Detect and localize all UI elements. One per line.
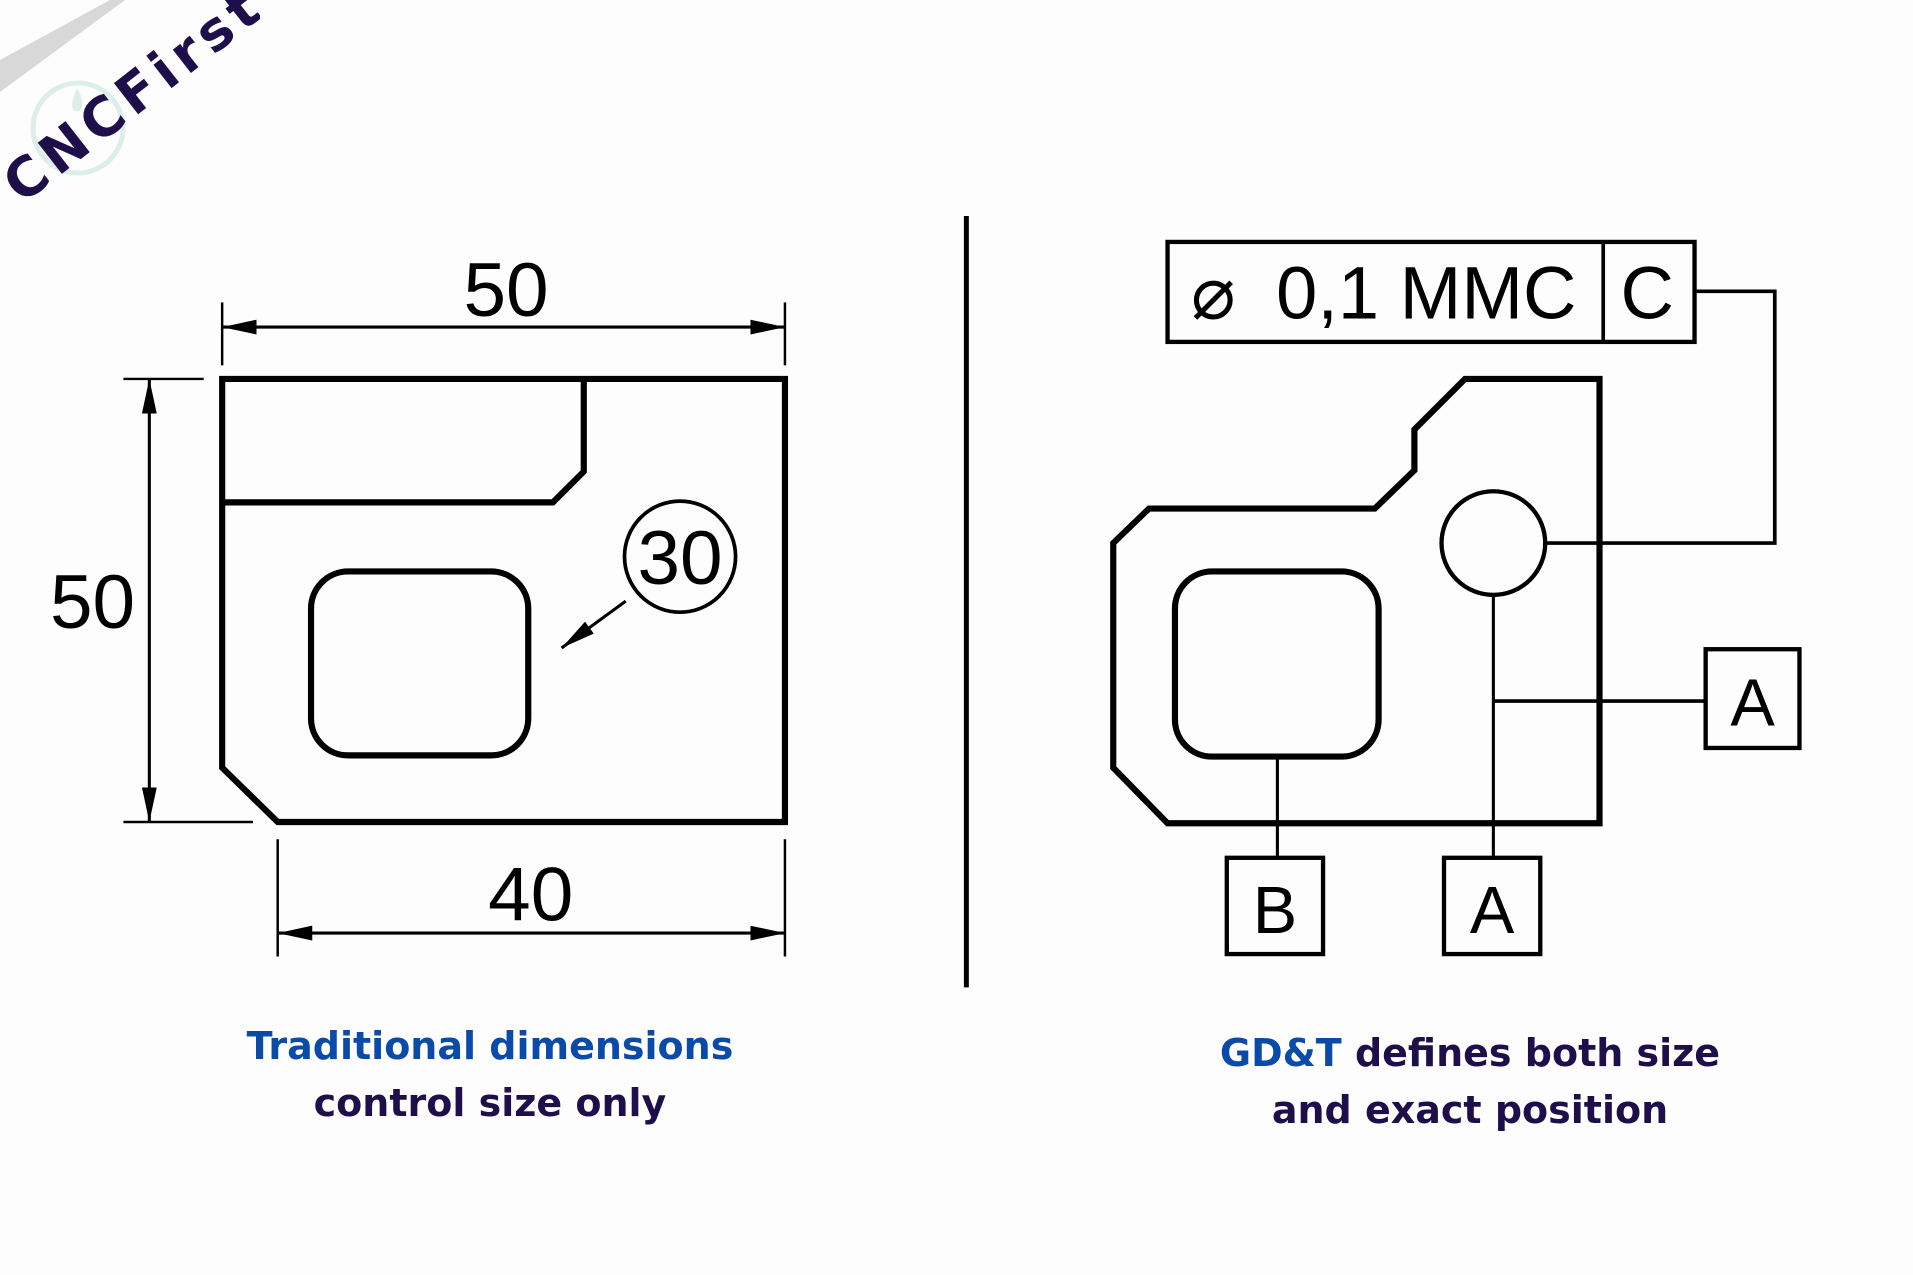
frame-leader: [1543, 289, 1777, 545]
dim-bottom-label: 40: [488, 853, 573, 938]
caption-right-line1: GD&T defines both size: [1190, 1025, 1750, 1082]
tolerance-value: 0,1 MMC: [1276, 251, 1576, 334]
caption-right-line2: and exact position: [1271, 1088, 1669, 1132]
right-pocket: [1171, 568, 1382, 760]
logo-ribbon: [0, 0, 125, 92]
datum-box-b: [1224, 855, 1326, 957]
balloon-circle: [622, 499, 738, 615]
left-part-outline: [219, 375, 789, 826]
drop-icon: [72, 88, 83, 112]
cncfirst-logo: CNCFirst: [0, 0, 260, 215]
datum-b-label: B: [1253, 874, 1297, 948]
left-part-drawing: 30 50 50 40: [50, 248, 789, 957]
dim-top-label: 50: [463, 248, 548, 333]
balloon-label: 30: [637, 516, 722, 601]
left-part-step: [222, 378, 587, 506]
datum-box-a-bottom: [1441, 855, 1543, 957]
diameter-symbol: ⌀: [1191, 251, 1236, 334]
hole-circle: [1439, 489, 1548, 598]
caption-left: Traditional dimensions control size only: [230, 1018, 750, 1138]
right-part-outline: [1110, 375, 1603, 827]
gdt-highlight: GD&T: [1219, 1031, 1342, 1075]
datum-a-right-label: A: [1730, 667, 1775, 741]
caption-left-line2: control size only: [313, 1081, 667, 1125]
datum-box-a-right: [1703, 647, 1802, 751]
logo-circle-icon: [30, 80, 126, 176]
frame-datum: C: [1620, 251, 1673, 334]
left-pocket: [307, 568, 532, 759]
caption-right: GD&T defines both size and exact positio…: [1190, 1025, 1750, 1139]
right-part-drawing: ⌀ 0,1 MMC C A B A: [1110, 239, 1802, 957]
datum-a-bottom-label: A: [1470, 874, 1515, 948]
caption-right-line1-rest: defines both size: [1341, 1031, 1721, 1075]
caption-left-line1: Traditional dimensions: [246, 1024, 734, 1068]
balloon-leader-arrow: [560, 599, 627, 650]
dim-left-label: 50: [50, 560, 135, 645]
